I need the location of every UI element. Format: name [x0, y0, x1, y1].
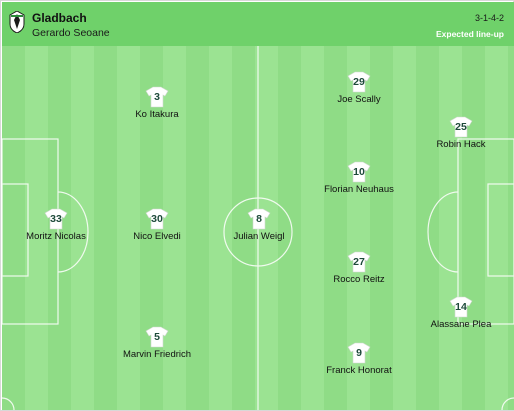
- player-rocco-reitz[interactable]: 27 Rocco Reitz: [299, 251, 419, 291]
- player-number: 8: [256, 213, 262, 225]
- player-florian-neuhaus[interactable]: 10 Florian Neuhaus: [299, 161, 419, 201]
- jersey-icon: [347, 251, 371, 273]
- jersey-icon: [145, 86, 169, 108]
- player-name: Alassane Plea: [430, 319, 492, 330]
- player-name: Florian Neuhaus: [324, 184, 394, 195]
- jersey-icon: [145, 326, 169, 348]
- player-nico-elvedi[interactable]: 30 Nico Elvedi: [97, 208, 217, 248]
- player-name: Ko Itakura: [135, 109, 179, 120]
- team-name[interactable]: Gladbach: [32, 11, 87, 25]
- player-number: 10: [353, 166, 365, 178]
- jersey-icon: [44, 208, 68, 230]
- coach-name: Gerardo Seoane: [32, 27, 110, 39]
- formation-label: 3-1-4-2: [474, 13, 504, 23]
- player-julian-weigl[interactable]: 8 Julian Weigl: [199, 208, 319, 248]
- player-name: Rocco Reitz: [333, 274, 385, 285]
- player-name: Julian Weigl: [233, 231, 285, 242]
- player-joe-scally[interactable]: 29 Joe Scally: [299, 71, 419, 111]
- player-number: 30: [151, 213, 163, 225]
- lineup-status: Expected line-up: [435, 29, 504, 39]
- player-number: 25: [455, 121, 467, 133]
- jersey-icon: [347, 161, 371, 183]
- player-marvin-friedrich[interactable]: 5 Marvin Friedrich: [97, 326, 217, 366]
- jersey-icon: [145, 208, 169, 230]
- jersey-icon: [449, 296, 473, 318]
- jersey-icon: [247, 208, 271, 230]
- player-name: Robin Hack: [436, 139, 486, 150]
- jersey-icon: [449, 116, 473, 138]
- club-crest-icon: [9, 11, 25, 33]
- player-number: 3: [154, 91, 160, 103]
- player-number: 27: [353, 256, 365, 268]
- player-number: 14: [455, 301, 467, 313]
- player-alassane-plea[interactable]: 14 Alassane Plea: [401, 296, 514, 336]
- player-ko-itakura[interactable]: 3 Ko Itakura: [97, 86, 217, 126]
- jersey-icon: [347, 342, 371, 364]
- player-franck-honorat[interactable]: 9 Franck Honorat: [299, 342, 419, 382]
- player-name: Marvin Friedrich: [122, 349, 192, 360]
- player-moritz-nicolas[interactable]: 33 Moritz Nicolas: [2, 208, 116, 248]
- player-robin-hack[interactable]: 25 Robin Hack: [401, 116, 514, 156]
- player-number: 5: [154, 331, 160, 343]
- team-header: Gladbach Gerardo Seoane 3-1-4-2 Expected…: [2, 2, 514, 46]
- player-number: 29: [353, 76, 365, 88]
- player-name: Joe Scally: [337, 94, 381, 105]
- player-name: Franck Honorat: [326, 365, 392, 376]
- player-name: Moritz Nicolas: [26, 231, 86, 242]
- jersey-icon: [347, 71, 371, 93]
- player-number: 9: [356, 347, 362, 359]
- player-name: Nico Elvedi: [133, 231, 181, 242]
- player-number: 33: [50, 213, 62, 225]
